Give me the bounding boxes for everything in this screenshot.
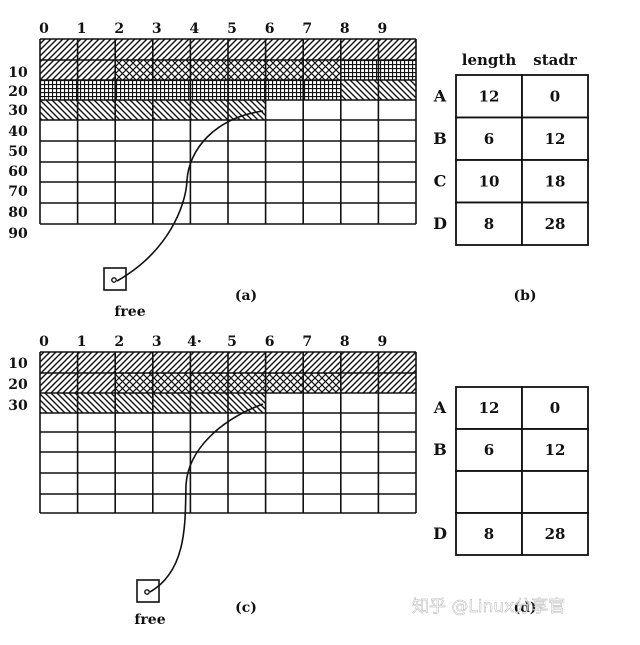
cell-stadr: [521, 159, 589, 204]
row-label: 10: [8, 356, 28, 372]
value-stadr: 0: [550, 87, 560, 105]
row-label: 10: [8, 65, 28, 81]
cell-stadr: [521, 470, 589, 514]
column-label: 8: [340, 334, 350, 350]
value-length: 8: [484, 525, 494, 543]
value-stadr: 12: [545, 441, 566, 459]
column-label: 6: [265, 334, 275, 350]
row-label: 20: [8, 377, 28, 393]
column-label: 3: [152, 21, 162, 37]
column-label: 2: [114, 21, 124, 37]
column-label: 1: [77, 21, 87, 37]
free-label-a: free: [114, 304, 145, 320]
column-label: 4·: [187, 334, 202, 350]
cell-stadr: [521, 201, 589, 246]
value-stadr: 28: [545, 525, 566, 543]
caption-c: (c): [235, 600, 257, 616]
free-label-c: free: [134, 612, 165, 628]
cell-length: [455, 201, 523, 246]
free-pointer-arrow: [149, 403, 264, 593]
pointer-dot: [144, 589, 150, 595]
row-name: A: [433, 398, 447, 417]
column-label: 0: [39, 21, 49, 37]
value-length: 6: [484, 130, 494, 148]
row-label: 70: [8, 184, 28, 200]
value-stadr: 18: [545, 172, 566, 190]
column-label: 1: [77, 334, 87, 350]
column-label: 5: [227, 334, 237, 350]
value-length: 8: [484, 215, 494, 233]
value-length: 6: [484, 441, 494, 459]
caption-d: (d): [513, 600, 536, 616]
row-name: D: [433, 524, 447, 543]
column-label: 0: [39, 334, 49, 350]
pointer-dot: [111, 277, 117, 283]
row-label: 30: [8, 398, 28, 414]
row-name: D: [433, 214, 447, 233]
header-length: length: [462, 51, 517, 69]
row-label: 90: [8, 226, 28, 242]
value-stadr: 0: [550, 399, 560, 417]
row-name: B: [433, 440, 447, 459]
value-stadr: 12: [545, 130, 566, 148]
column-label: 7: [302, 21, 312, 37]
cell-length: [455, 386, 523, 430]
row-name: A: [433, 86, 447, 105]
caption-a: (a): [235, 288, 257, 304]
column-label: 5: [227, 21, 237, 37]
cell-stadr: [521, 512, 589, 556]
free-pointer-arrow: [116, 110, 264, 282]
caption-b: (b): [513, 288, 536, 304]
block-table-d: A 12 0B 6 12D 8 28: [433, 386, 589, 556]
memory-grid-a: 0 1 2 3 4 5 6 7 8 9 10 20 30 40 50 60 70 80 90: [8, 21, 417, 291]
cell-stadr: [521, 428, 589, 472]
row-name: C: [434, 171, 447, 190]
cell-length: [455, 512, 523, 556]
value-length: 12: [479, 399, 500, 417]
value-length: 12: [479, 87, 500, 105]
row-label: 20: [8, 84, 28, 100]
value-stadr: 28: [545, 215, 566, 233]
row-label: 30: [8, 103, 28, 119]
column-label: 9: [378, 21, 388, 37]
value-length: 10: [479, 172, 500, 190]
column-label: 9: [378, 334, 388, 350]
column-label: 3: [152, 334, 162, 350]
cell-length: [455, 470, 523, 514]
row-label: 80: [8, 205, 28, 221]
column-label: 7: [302, 334, 312, 350]
column-label: 6: [265, 21, 275, 37]
row-label: 60: [8, 164, 28, 180]
header-stadr: stadr: [533, 51, 578, 69]
row-label: 40: [8, 124, 28, 140]
row-label: 50: [8, 144, 28, 160]
row-name: B: [433, 129, 447, 148]
memory-grid-c: 0 1 2 3 4· 5 6 7 8 9 10 20 30: [8, 334, 417, 603]
column-label: 8: [340, 21, 350, 37]
column-label: 4: [190, 21, 200, 37]
column-label: 2: [114, 334, 124, 350]
watermark-text: 知乎 @Linux分享官: [412, 597, 565, 617]
